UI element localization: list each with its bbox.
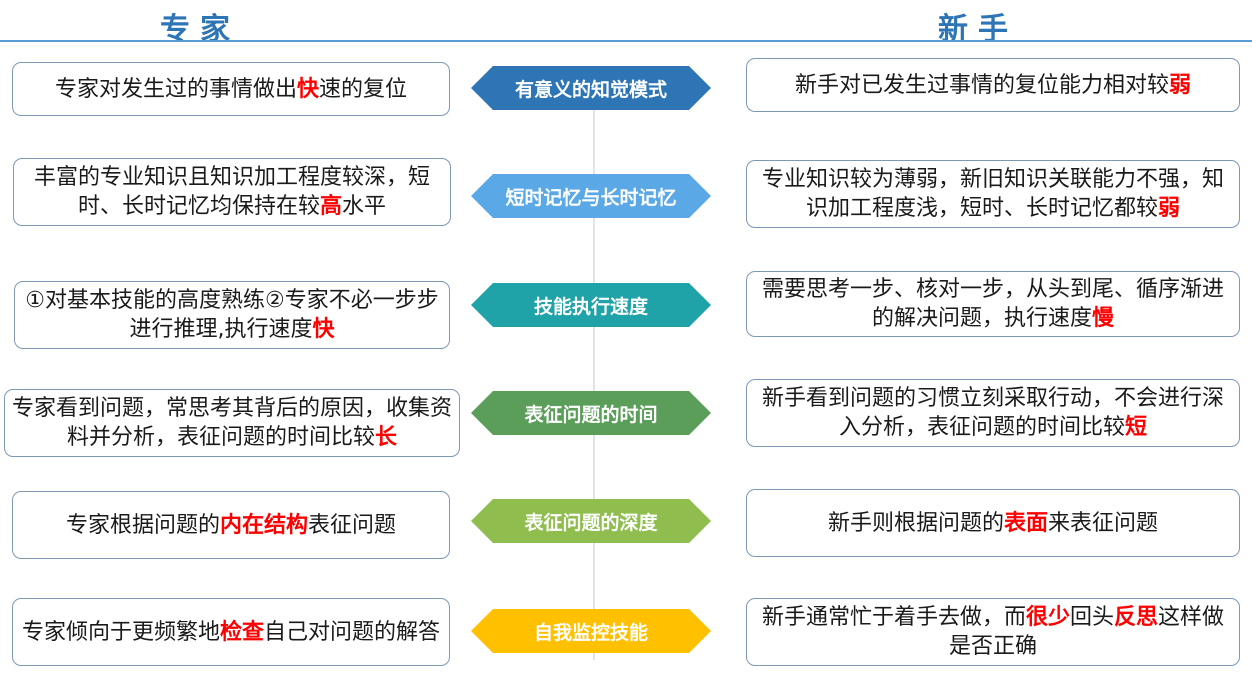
expert-box-1: 专家对发生过的事情做出快速的复位 [12,62,450,116]
expert-text: 专家对发生过的事情做出快速的复位 [55,75,407,104]
novice-text: 需要思考一步、核对一步，从头到尾、循序渐进的解决问题，执行速度慢 [753,275,1233,333]
highlight-text: 快 [296,76,319,102]
arrow-fill [471,174,711,218]
text-segment: 新手则根据问题的 [827,510,1004,536]
category-label: 短时记忆与长时记忆 [505,186,677,209]
text-segment: ①对基本技能的高度熟练②专家不必一步步进行推理,执行速度 [25,288,439,342]
highlight-text: 短 [1125,415,1148,440]
category-arrow-2: 短时记忆与长时记忆 [471,174,711,218]
expert-text: 专家倾向于更频繁地检查自己对问题的解答 [22,618,440,647]
text-segment: 表征问题 [308,512,397,538]
expert-text: 丰富的专业知识且知识加工程度较深，短时、长时记忆均保持在较高水平 [20,163,444,221]
highlight-text: 弱 [1169,72,1192,98]
highlight-text: 快 [312,317,335,342]
text-segment: 专家倾向于更频繁地 [21,619,220,645]
highlight-text: 表面 [1003,510,1048,536]
text-segment: 速的复位 [319,76,408,102]
header-divider [0,40,1252,42]
text-segment: 新手对已发生过事情的复位能力相对较 [794,72,1169,98]
double-arrow-shape [471,499,711,543]
novice-text: 新手对已发生过事情的复位能力相对较弱 [795,71,1191,100]
highlight-text: 很少 [1025,605,1070,630]
expert-text: 专家看到问题，常思考其背后的原因，收集资料并分析，表征问题的时间比较长 [11,394,453,452]
double-arrow-shape [471,66,711,110]
highlight-text: 内在结构 [219,512,308,538]
category-label: 技能执行速度 [533,295,648,318]
category-arrow-3: 技能执行速度 [471,283,711,327]
highlight-text: 高 [319,194,342,219]
text-segment: 新手看到问题的习惯立刻采取行动，不会进行深入分析，表征问题的时间比较 [761,386,1224,440]
text-segment: 专家根据问题的 [65,512,220,538]
expert-box-4: 专家看到问题，常思考其背后的原因，收集资料并分析，表征问题的时间比较长 [4,389,460,457]
category-label: 表征问题的深度 [524,511,658,534]
expert-box-6: 专家倾向于更频繁地检查自己对问题的解答 [12,598,450,666]
category-label: 有意义的知觉模式 [514,78,667,101]
novice-box-4: 新手看到问题的习惯立刻采取行动，不会进行深入分析，表征问题的时间比较短 [746,379,1240,447]
category-arrow-4: 表征问题的时间 [471,391,711,435]
novice-text: 专业知识较为薄弱，新旧知识关联能力不强，知识加工程度浅，短时、长时记忆都较弱 [753,165,1233,223]
highlight-text: 检查 [219,619,264,645]
text-segment: 专家看到问题，常思考其背后的原因，收集资料并分析，表征问题的时间比较 [11,396,452,450]
center-divider [593,100,595,660]
text-segment: 专家对发生过的事情做出 [54,76,297,102]
highlight-text: 长 [375,425,398,450]
category-label: 自我监控技能 [533,621,648,644]
arrow-fill [471,499,711,543]
text-segment: 丰富的专业知识且知识加工程度较深，短时、长时记忆均保持在较 [33,165,430,219]
expert-box-2: 丰富的专业知识且知识加工程度较深，短时、长时记忆均保持在较高水平 [13,158,451,226]
expert-text: 专家根据问题的内在结构表征问题 [66,511,396,540]
double-arrow-shape [471,174,711,218]
expert-box-3: ①对基本技能的高度熟练②专家不必一步步进行推理,执行速度快 [14,281,450,349]
text-segment: 来表征问题 [1048,510,1159,536]
novice-box-2: 专业知识较为薄弱，新旧知识关联能力不强，知识加工程度浅，短时、长时记忆都较弱 [746,160,1240,228]
text-segment: 新手通常忙于着手去做，而 [761,605,1026,630]
novice-text: 新手看到问题的习惯立刻采取行动，不会进行深入分析，表征问题的时间比较短 [753,384,1233,442]
highlight-text: 反思 [1114,605,1159,630]
novice-box-6: 新手通常忙于着手去做，而很少回头反思这样做是否正确 [746,598,1240,666]
arrow-fill [471,66,711,110]
text-segment: 需要思考一步、核对一步，从头到尾、循序渐进的解决问题，执行速度 [761,277,1224,331]
arrow-fill [471,283,711,327]
highlight-text: 弱 [1158,196,1181,221]
category-arrow-6: 自我监控技能 [471,609,711,653]
novice-box-3: 需要思考一步、核对一步，从头到尾、循序渐进的解决问题，执行速度慢 [746,271,1240,337]
category-arrow-1: 有意义的知觉模式 [471,66,711,110]
category-arrow-5: 表征问题的深度 [471,499,711,543]
text-segment: 自己对问题的解答 [264,619,441,645]
text-segment: 这样做是否正确 [948,605,1225,659]
novice-box-1: 新手对已发生过事情的复位能力相对较弱 [746,58,1240,112]
arrow-fill [471,609,711,653]
double-arrow-shape [471,609,711,653]
expert-text: ①对基本技能的高度熟练②专家不必一步步进行推理,执行速度快 [21,286,443,344]
double-arrow-shape [471,391,711,435]
expert-box-5: 专家根据问题的内在结构表征问题 [12,491,450,559]
text-segment: 专业知识较为薄弱，新旧知识关联能力不强，知识加工程度浅，短时、长时记忆都较 [761,167,1224,221]
category-label: 表征问题的时间 [524,403,658,426]
highlight-text: 慢 [1092,306,1115,331]
double-arrow-shape [471,283,711,327]
text-segment: 回头 [1069,605,1114,630]
novice-text: 新手通常忙于着手去做，而很少回头反思这样做是否正确 [753,603,1233,661]
novice-text: 新手则根据问题的表面来表征问题 [828,509,1158,538]
novice-box-5: 新手则根据问题的表面来表征问题 [746,489,1240,557]
arrow-fill [471,391,711,435]
text-segment: 水平 [342,194,387,219]
